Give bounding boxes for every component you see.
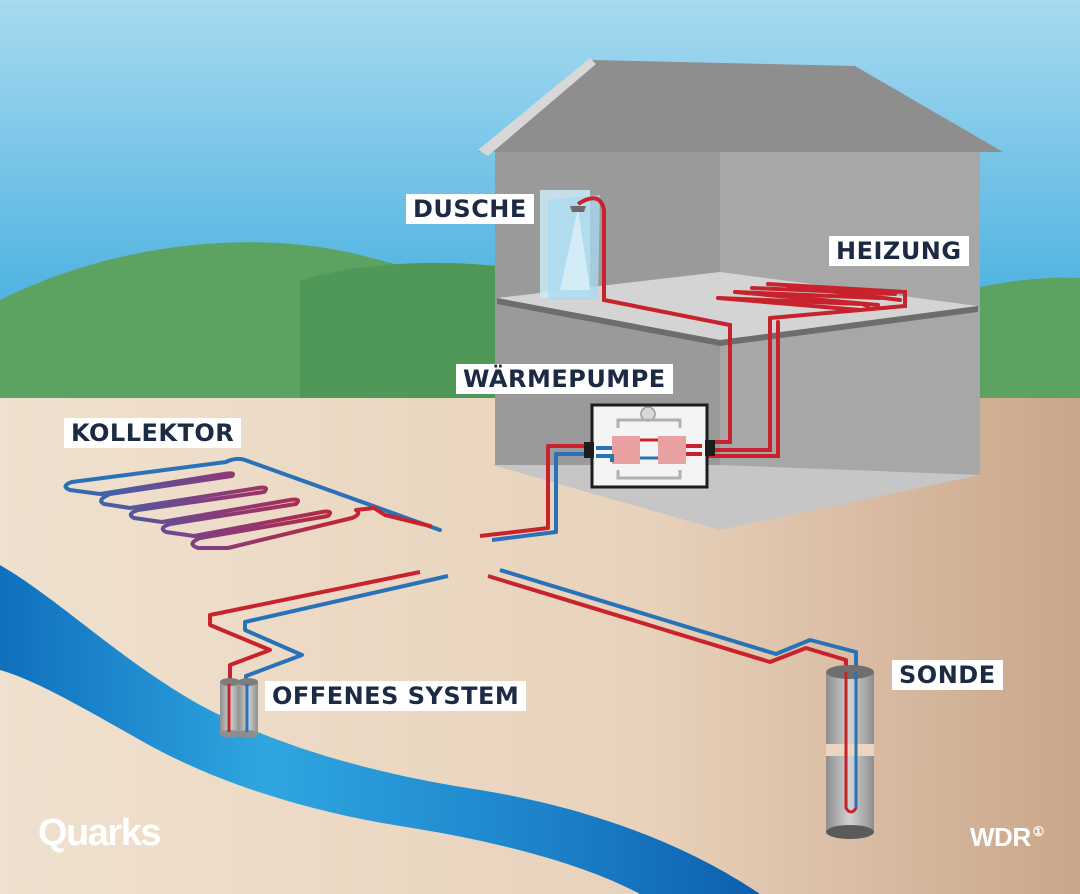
shower (540, 190, 732, 338)
river (0, 565, 760, 894)
ground-collector-coil (63, 456, 442, 550)
heating-riser-pipe-2 (704, 320, 780, 458)
borehole-probe (826, 665, 874, 839)
label-sonde: SONDE (892, 660, 1003, 690)
label-waermepumpe: WÄRMEPUMPE (456, 364, 673, 394)
house-roof (478, 60, 1003, 152)
heating-riser-pipe-1 (704, 316, 772, 452)
main-feed-pipes (479, 444, 584, 542)
house-ceiling-edge (497, 298, 978, 346)
shower-head-icon (570, 206, 586, 212)
open-system-wells (220, 678, 258, 738)
label-kollektor: KOLLEKTOR (64, 418, 242, 448)
label-dusche: DUSCHE (406, 194, 534, 224)
house-ceiling-slab (497, 272, 978, 340)
heat-pump-port-left (584, 442, 594, 458)
label-heizung: HEIZUNG (829, 236, 969, 266)
floor-heating-coil (704, 282, 907, 458)
heat-pump-port-right (705, 440, 715, 456)
wdr-logo-mark: ① (1032, 824, 1045, 840)
shower-glass-front (548, 195, 600, 300)
wdr-logo-text: WDR (970, 822, 1031, 852)
shower-water-spray (560, 208, 590, 290)
condenser-block (658, 436, 686, 464)
heat-pump-unit (584, 403, 715, 489)
quarks-logo: Quarks (38, 812, 161, 854)
evaporator-block (612, 436, 640, 464)
label-offenes-system: OFFENES SYSTEM (265, 681, 527, 711)
house-roof-edge (478, 58, 596, 156)
shower-pipe (576, 196, 732, 338)
